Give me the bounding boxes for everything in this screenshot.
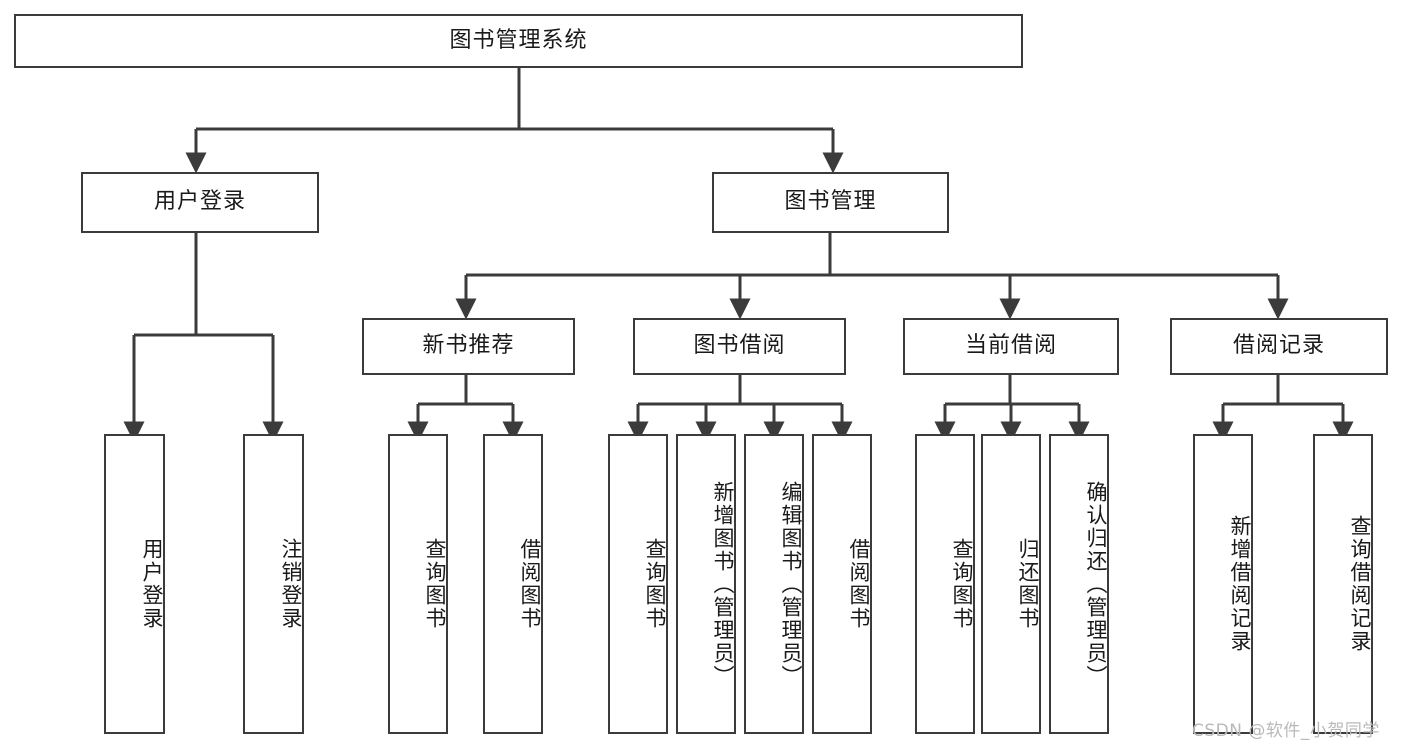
node-leaf-add-record-label: 新增借阅记录 [1228, 515, 1252, 653]
node-leaf-query-book-3[interactable]: 查询图书 [915, 434, 975, 734]
node-leaf-query-book-2[interactable]: 查询图书 [608, 434, 668, 734]
csdn-watermark: CSDN @软件_小贺同学 [1192, 721, 1380, 741]
node-leaf-query-book-1-label: 查询图书 [423, 538, 447, 630]
node-leaf-confirm-return[interactable]: 确认归还（管理员） [1049, 434, 1109, 734]
node-new-book-recommend-label: 新书推荐 [422, 333, 515, 359]
node-current-borrow-label: 当前借阅 [964, 333, 1057, 359]
node-leaf-query-book-3-label: 查询图书 [950, 538, 974, 630]
node-leaf-query-book-2-label: 查询图书 [643, 538, 667, 630]
node-leaf-edit-book-label: 编辑图书（管理员） [779, 480, 803, 688]
node-leaf-return-book[interactable]: 归还图书 [981, 434, 1041, 734]
node-leaf-edit-book[interactable]: 编辑图书（管理员） [744, 434, 804, 734]
node-borrow-record-label: 借阅记录 [1232, 333, 1325, 359]
node-leaf-logout-login[interactable]: 注销登录 [243, 434, 304, 734]
node-user-login[interactable]: 用户登录 [81, 172, 319, 233]
node-root[interactable]: 图书管理系统 [14, 14, 1023, 68]
node-leaf-logout-login-label: 注销登录 [279, 538, 303, 630]
node-current-borrow[interactable]: 当前借阅 [903, 318, 1119, 375]
node-book-borrow[interactable]: 图书借阅 [633, 318, 846, 375]
node-book-borrow-label: 图书借阅 [693, 333, 786, 359]
node-leaf-confirm-return-label: 确认归还（管理员） [1084, 480, 1108, 688]
node-leaf-borrow-book-1-label: 借阅图书 [518, 538, 542, 630]
node-leaf-query-record[interactable]: 查询借阅记录 [1313, 434, 1373, 734]
node-leaf-borrow-book-2-label: 借阅图书 [847, 538, 871, 630]
node-leaf-add-record[interactable]: 新增借阅记录 [1193, 434, 1253, 734]
node-book-management-label: 图书管理 [784, 189, 877, 215]
node-borrow-record[interactable]: 借阅记录 [1170, 318, 1388, 375]
node-leaf-query-book-1[interactable]: 查询图书 [388, 434, 448, 734]
node-leaf-return-book-label: 归还图书 [1016, 538, 1040, 630]
node-leaf-user-login[interactable]: 用户登录 [104, 434, 165, 734]
node-leaf-borrow-book-1[interactable]: 借阅图书 [483, 434, 543, 734]
node-new-book-recommend[interactable]: 新书推荐 [362, 318, 575, 375]
node-leaf-add-book-label: 新增图书（管理员） [711, 480, 735, 688]
node-book-management[interactable]: 图书管理 [712, 172, 949, 233]
node-leaf-add-book[interactable]: 新增图书（管理员） [676, 434, 736, 734]
node-leaf-borrow-book-2[interactable]: 借阅图书 [812, 434, 872, 734]
node-leaf-query-record-label: 查询借阅记录 [1348, 515, 1372, 653]
node-leaf-user-login-label: 用户登录 [140, 538, 164, 630]
node-root-label: 图书管理系统 [449, 27, 588, 53]
node-user-login-label: 用户登录 [153, 189, 246, 215]
